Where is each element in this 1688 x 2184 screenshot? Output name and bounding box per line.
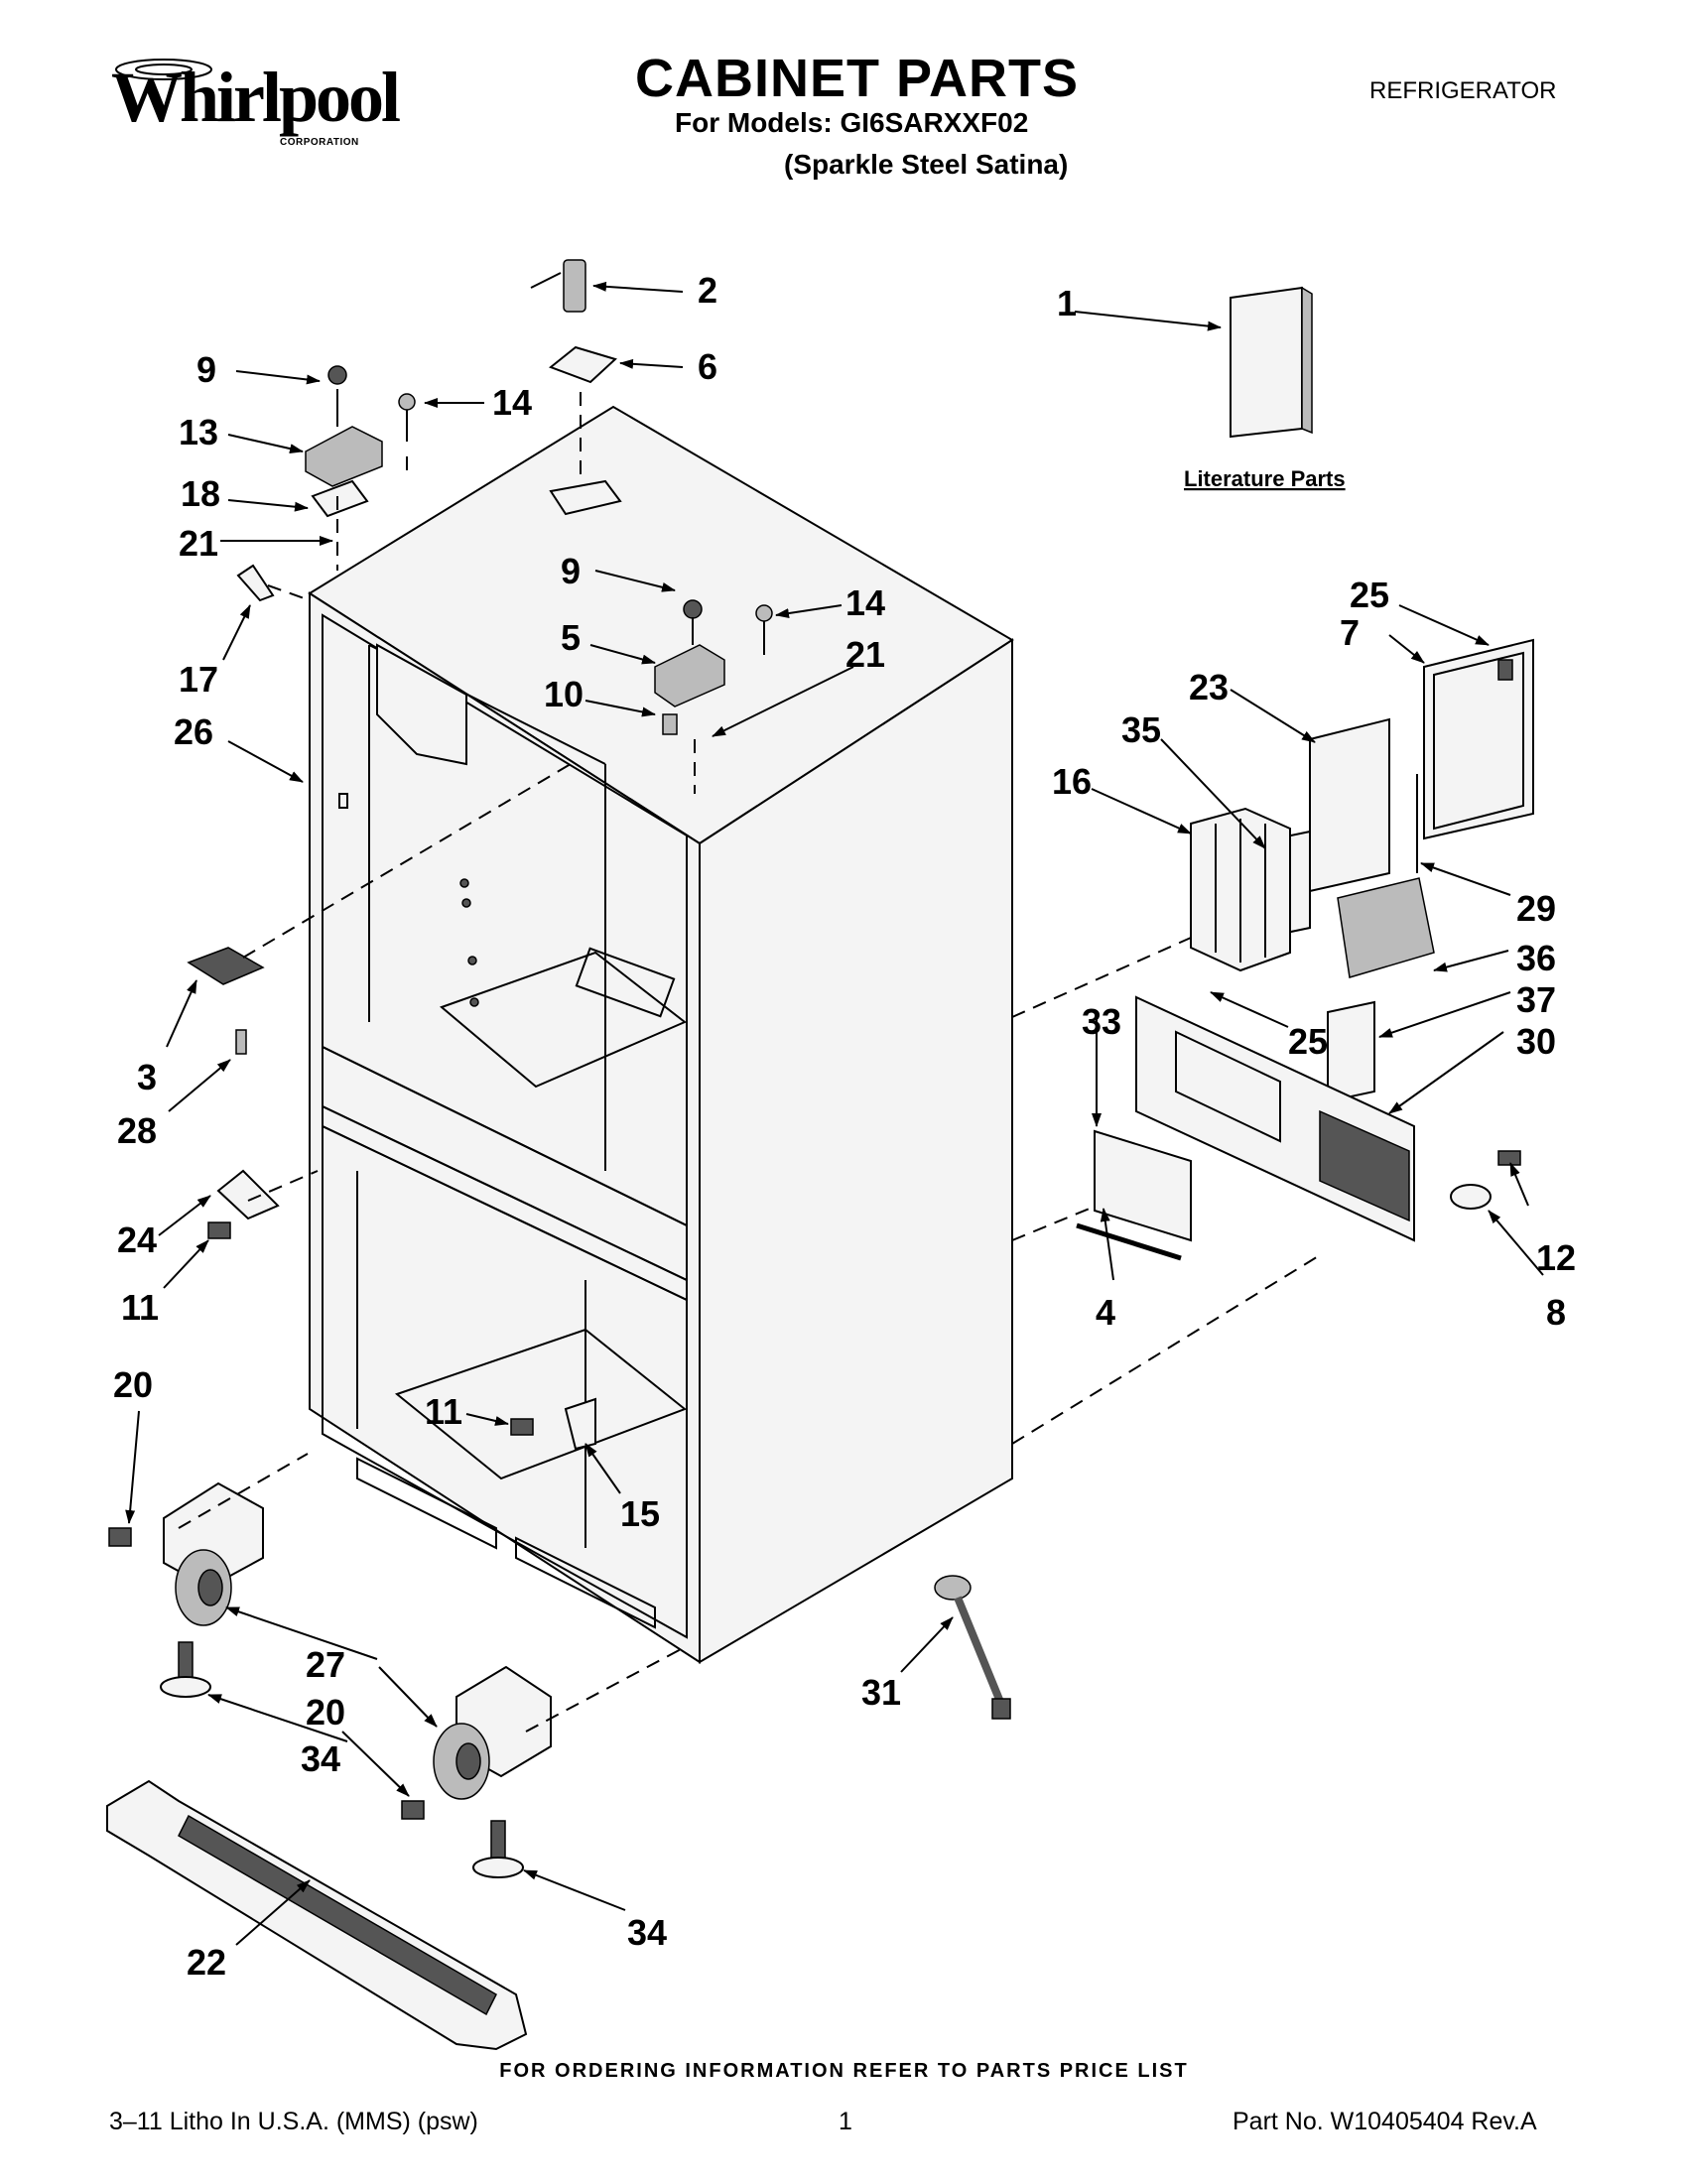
- part-3-latch: [187, 947, 265, 1055]
- part-number: Part No. W10405404 Rev.A: [1233, 2108, 1537, 2135]
- callout-22: 22: [187, 1942, 226, 1983]
- callout-20-b: 20: [306, 1692, 345, 1733]
- callout-13: 13: [179, 412, 218, 452]
- part-18-bracket: [311, 479, 369, 518]
- callout-25-b: 25: [1288, 1021, 1328, 1062]
- callout-28: 28: [117, 1110, 157, 1151]
- callout-36: 36: [1516, 938, 1556, 978]
- page-title: CABINET PARTS: [635, 49, 1080, 108]
- part-34-foot-right: [472, 1820, 524, 1878]
- callout-21-b: 21: [845, 634, 885, 675]
- part-34-foot-left: [160, 1641, 211, 1698]
- part-23-panel: [1309, 717, 1390, 893]
- callout-31: 31: [861, 1672, 901, 1713]
- callout-3: 3: [137, 1057, 157, 1097]
- callout-2: 2: [698, 270, 717, 311]
- callout-34: 34: [301, 1738, 340, 1779]
- variant-line: (Sparkle Steel Satina): [784, 149, 1069, 180]
- callout-11: 11: [121, 1287, 159, 1328]
- part-2-pin: [530, 259, 586, 313]
- callout-1: 1: [1057, 283, 1077, 323]
- callout-24: 24: [117, 1220, 157, 1260]
- callouts: 2 6 9 14 13 18 21 17 26 1 Literature Par…: [113, 270, 1576, 1983]
- callout-10: 10: [544, 674, 584, 714]
- logo-swirl: [115, 59, 212, 80]
- callout-9-b: 9: [561, 551, 581, 591]
- callout-4: 4: [1096, 1292, 1115, 1333]
- part-8-clamp: [1450, 1150, 1521, 1210]
- part-13-hinge: [305, 365, 416, 487]
- callout-11-b: 11: [425, 1391, 462, 1432]
- cabinet: [308, 405, 1014, 1664]
- part-4-strip: [1076, 1222, 1182, 1261]
- part-24-bracket: [207, 1169, 280, 1239]
- part-33-filter: [1094, 1129, 1192, 1242]
- leader-arrows: [125, 281, 1544, 1946]
- callout-9: 9: [196, 349, 216, 390]
- ordering-note: FOR ORDERING INFORMATION REFER TO PARTS …: [499, 2060, 1189, 2082]
- callout-27: 27: [306, 1644, 345, 1685]
- callout-30: 30: [1516, 1021, 1556, 1062]
- part-31-handle: [934, 1575, 1011, 1720]
- part-17-clip: [236, 564, 275, 602]
- literature-parts-label: Literature Parts: [1184, 466, 1346, 491]
- part-37-cover: [1327, 1000, 1375, 1103]
- brand-logo-subtext: CORPORATION: [280, 137, 359, 148]
- callout-12: 12: [1536, 1237, 1576, 1278]
- model-line: For Models: GI6SARXXF02: [675, 107, 1029, 138]
- callout-17: 17: [179, 659, 218, 700]
- callout-20: 20: [113, 1364, 153, 1405]
- callout-35: 35: [1121, 709, 1161, 750]
- print-info: 3–11 Litho In U.S.A. (MMS) (psw): [109, 2108, 478, 2135]
- callout-15: 15: [620, 1493, 660, 1534]
- callout-34-b: 34: [627, 1912, 667, 1953]
- page-number: 1: [839, 2108, 852, 2135]
- part-22-grille: [106, 1779, 528, 2051]
- callout-18: 18: [181, 473, 220, 514]
- part-7-cover: [1423, 638, 1534, 840]
- locator-lines: [178, 392, 1321, 1733]
- callout-5: 5: [561, 617, 581, 658]
- part-1-literature: [1230, 286, 1313, 439]
- callout-6: 6: [698, 346, 717, 387]
- callout-25: 25: [1350, 575, 1389, 615]
- callout-37: 37: [1516, 979, 1556, 1020]
- callout-14: 14: [492, 382, 532, 423]
- callout-21: 21: [179, 523, 218, 564]
- callout-29: 29: [1516, 888, 1556, 929]
- part-36-control-board: [1337, 877, 1435, 978]
- callout-33: 33: [1082, 1001, 1121, 1042]
- category-label: REFRIGERATOR: [1369, 77, 1557, 104]
- part-11-screw-lower: [510, 1397, 596, 1451]
- callout-14-b: 14: [845, 582, 885, 623]
- callout-7: 7: [1340, 612, 1360, 653]
- part-16-housing: [1190, 807, 1291, 972]
- callout-8: 8: [1546, 1292, 1566, 1333]
- part-6-plate: [549, 345, 617, 384]
- callout-26: 26: [174, 711, 213, 752]
- part-27-roller-left: [108, 1481, 264, 1626]
- part-30-panel: [1135, 995, 1415, 1242]
- part-27-roller-right: [401, 1665, 552, 1820]
- callout-16: 16: [1052, 761, 1092, 802]
- callout-23: 23: [1189, 667, 1229, 707]
- part-5-hinge: [654, 599, 773, 735]
